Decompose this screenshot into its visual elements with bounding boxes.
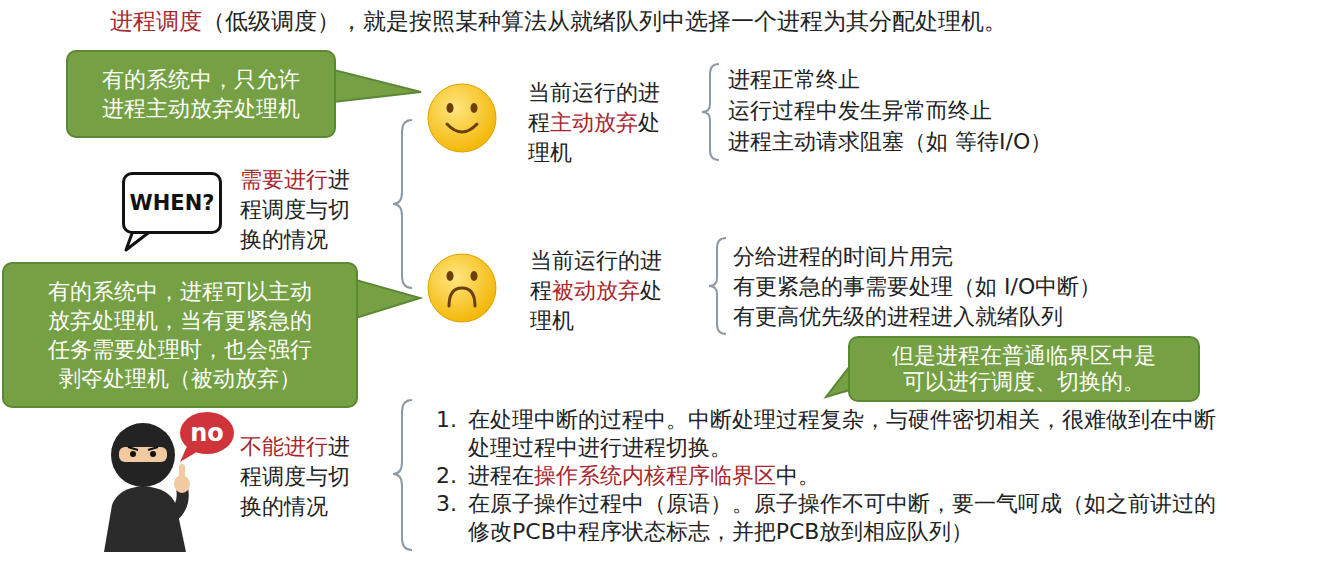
item-text-block: 在处理中断的过程中。中断处理过程复杂，与硬件密切相关，很难做到在中断处理过程中进… (468, 406, 1236, 462)
smiley-face (428, 84, 496, 152)
emphasis-text: 被动放弃 (552, 278, 640, 303)
label-text: 进程正常终止 (728, 64, 1148, 95)
section-heading: 不能进行进程调度与切换的情况 (240, 432, 358, 522)
list-item: 2.进程在操作系统内核程序临界区中。 (436, 462, 1236, 490)
case-item: 进程正常终止运行过程中发生异常而终止进程主动请求阻塞（如 等待I/O） (728, 64, 1148, 157)
condition-list: 1.在处理中断的过程中。中断处理过程复杂，与硬件密切相关，很难做到在中断处理过程… (436, 406, 1236, 546)
ninja-figure (104, 423, 190, 552)
label-text: （低级调度），就是按照某种算法从就绪队列中选择一个进程为其分配处理机。 (202, 8, 1007, 34)
emphasis-text: 不能进行 (240, 434, 328, 459)
case-heading: 当前运行的进程被动放弃处理机 (530, 246, 670, 336)
label-text: 有更高优先级的进程进入就绪队列 (733, 302, 1153, 332)
label-text: 进程主动请求阻塞（如 等待I/O） (728, 126, 1148, 157)
emphasis-text: 进程调度 (110, 8, 202, 34)
case-item: 分给进程的时间片用完有更紧急的事需要处理（如 I/O中断）有更高优先级的进程进入… (733, 242, 1153, 332)
emphasis-text: 操作系统内核程序临界区 (534, 463, 776, 488)
node-text: 但是进程在普通临界区中是可以进行调度、切换的。 (888, 343, 1160, 395)
note-callout: 有的系统中，只允许进程主动放弃处理机 (66, 50, 336, 138)
item-number: 2. (436, 462, 468, 490)
item-text-block: 在原子操作过程中（原语）。原子操作不可中断，要一气呵成（如之前讲过的修改PCB中… (468, 490, 1236, 546)
callout-tail (334, 70, 421, 102)
node-text: 有的系统中，进程可以主动放弃处理机，当有更紧急的任务需要处理时，也会强行剥夺处理… (42, 277, 318, 393)
note-callout: 但是进程在普通临界区中是可以进行调度、切换的。 (848, 336, 1200, 402)
callout-tail (356, 280, 420, 318)
case-heading: 当前运行的进程主动放弃处理机 (528, 78, 668, 168)
item-number: 1. (436, 406, 468, 462)
item-text-block: 进程在操作系统内核程序临界区中。 (468, 462, 1236, 490)
item-text: 进程在 (468, 463, 534, 488)
emphasis-text: 需要进行 (240, 167, 328, 192)
list-item: 3.在原子操作过程中（原语）。原子操作不可中断，要一气呵成（如之前讲过的修改PC… (436, 490, 1236, 546)
callout-tail (826, 366, 850, 397)
item-text: 在原子操作过程中（原语）。原子操作不可中断，要一气呵成（如之前讲过的修改PCB中… (468, 491, 1216, 544)
item-number: 3. (436, 490, 468, 546)
note-callout: 有的系统中，进程可以主动放弃处理机，当有更紧急的任务需要处理时，也会强行剥夺处理… (2, 262, 358, 408)
section-heading: 需要进行进程调度与切换的情况 (240, 165, 358, 255)
label-text: 有更紧急的事需要处理（如 I/O中断） (733, 272, 1153, 302)
item-text: 在处理中断的过程中。中断处理过程复杂，与硬件密切相关，很难做到在中断处理过程中进… (468, 407, 1216, 460)
sad-face (428, 254, 496, 322)
node-text: 有的系统中，只允许进程主动放弃处理机 (96, 65, 306, 123)
node-text: no (190, 419, 224, 447)
no-bubble: no (180, 412, 234, 454)
emphasis-text: 主动放弃 (550, 110, 638, 135)
label-text: 分给进程的时间片用完 (733, 242, 1153, 272)
list-item: 1.在处理中断的过程中。中断处理过程复杂，与硬件密切相关，很难做到在中断处理过程… (436, 406, 1236, 462)
slide-title: 进程调度（低级调度），就是按照某种算法从就绪队列中选择一个进程为其分配处理机。 (110, 6, 1310, 36)
node-text: WHEN? (130, 191, 215, 215)
item-text: 中。 (776, 463, 820, 488)
label-text: 运行过程中发生异常而终止 (728, 95, 1148, 126)
when-bubble: WHEN? (122, 172, 222, 234)
